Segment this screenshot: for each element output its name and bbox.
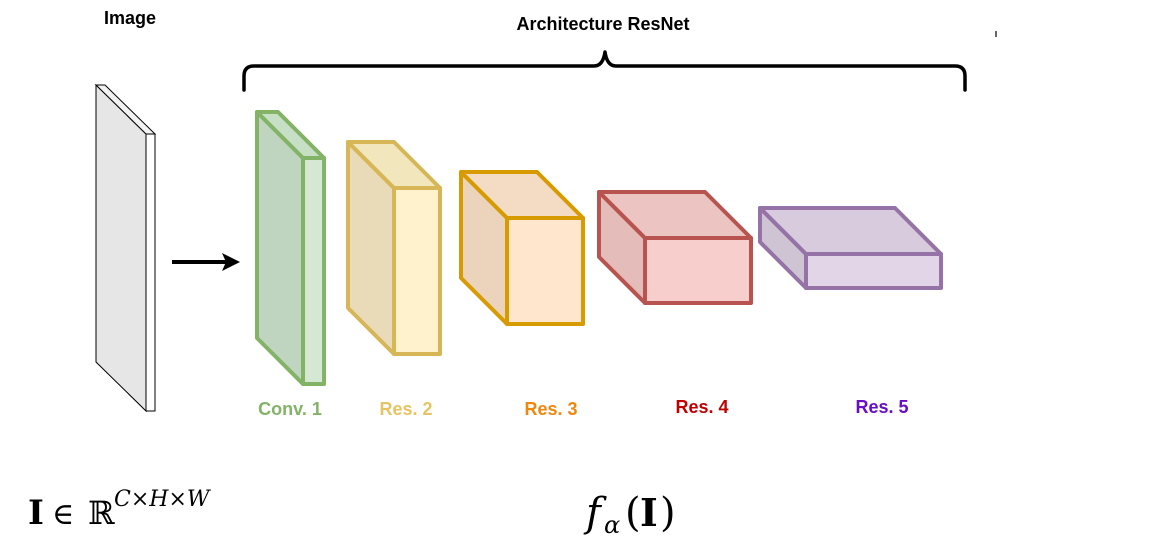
block-res5-front [804, 252, 943, 290]
block-label-res4: Res. 4 [675, 397, 728, 417]
formula-input-in: ∈ [52, 497, 74, 532]
formula-output-close: ) [660, 490, 676, 536]
block-res5 [758, 206, 943, 290]
block-label-res5: Res. 5 [855, 397, 908, 417]
input-image-slab [94, 83, 157, 413]
blocks-layer [255, 110, 943, 386]
formula-input-field: ℝ [88, 494, 115, 532]
input-arrow [172, 253, 240, 271]
formula-input: I ∈ ℝ C×H×W [28, 487, 212, 533]
formula-output-open: ( [625, 490, 641, 536]
architecture-title: Architecture ResNet [516, 14, 689, 34]
block-conv1 [255, 110, 326, 386]
block-label-res3: Res. 3 [524, 399, 577, 419]
block-res4 [597, 190, 753, 305]
formula-input-symbol: I [28, 493, 44, 533]
block-res4-front [643, 236, 753, 305]
formula-output: f α ( I ) [583, 490, 676, 539]
architecture-brace [242, 50, 967, 92]
formula-input-exponent: C×H×W [114, 487, 212, 512]
block-res2 [346, 140, 442, 356]
block-res3 [459, 170, 585, 326]
image-label: Image [104, 8, 156, 28]
block-conv1-front [301, 156, 326, 386]
block-res2-front [392, 186, 442, 356]
block-label-conv1: Conv. 1 [258, 399, 322, 419]
formula-output-subscript: α [604, 511, 620, 539]
block-label-res2: Res. 2 [379, 399, 432, 419]
formula-output-symbol: I [640, 490, 658, 535]
block-res3-front [505, 216, 585, 326]
